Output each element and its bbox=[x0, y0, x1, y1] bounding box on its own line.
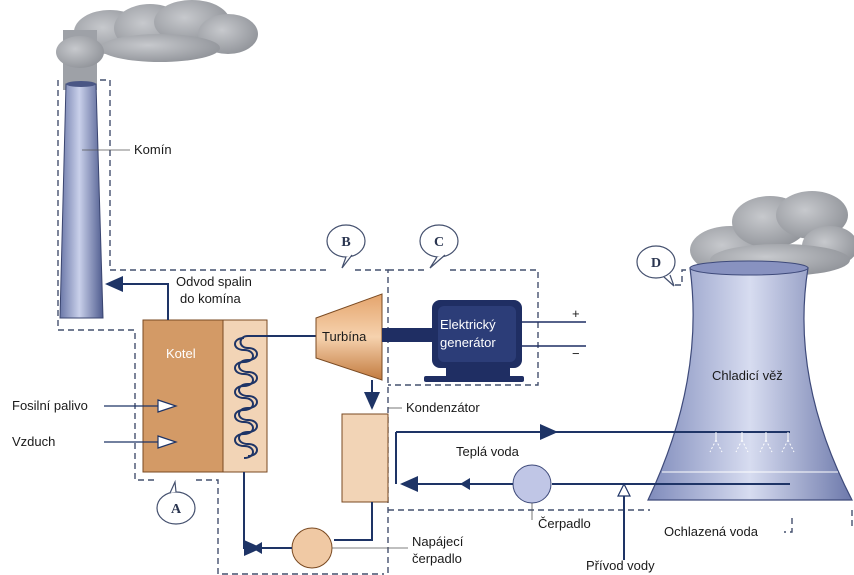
fuel-label: Fosilní palivo bbox=[12, 398, 88, 413]
zone-d-label: D bbox=[651, 256, 661, 271]
zone-a-lower bbox=[196, 479, 384, 575]
circulation-pump bbox=[512, 464, 552, 504]
zone-d-bubble: D bbox=[636, 245, 676, 287]
boiler-label: Kotel bbox=[166, 346, 196, 361]
air-label: Vzduch bbox=[12, 434, 55, 449]
chimney-label: Komín bbox=[134, 142, 172, 157]
cooling-tower-label: Chladicí věž bbox=[712, 368, 783, 383]
feed-pump bbox=[291, 527, 333, 569]
zone-b-top bbox=[100, 79, 330, 271]
zone-c-label: C bbox=[434, 235, 444, 250]
electric-generator bbox=[424, 300, 586, 382]
boiler-coil-inner bbox=[238, 335, 258, 457]
condenser bbox=[341, 413, 389, 503]
air-arrow-head bbox=[157, 435, 178, 449]
zone-a-bubble: A bbox=[156, 479, 196, 525]
flue-gas-pipe bbox=[105, 276, 169, 320]
feed-arrow bbox=[252, 542, 262, 554]
plus-sign: + bbox=[572, 306, 580, 321]
generator-label-2: generátor bbox=[440, 335, 496, 350]
flue-label-2: do komína bbox=[180, 291, 241, 306]
zone-c-box bbox=[388, 269, 539, 386]
warm-water-label: Teplá voda bbox=[456, 444, 520, 459]
zone-a-boundary bbox=[57, 80, 155, 481]
turbine-shaft bbox=[382, 328, 432, 342]
zone-d-top bbox=[675, 269, 690, 286]
zone-d-leader bbox=[784, 518, 793, 533]
turbine-label: Turbína bbox=[322, 329, 367, 344]
feed-pump-label-1: Napájecí bbox=[412, 534, 464, 549]
turbine bbox=[315, 293, 383, 381]
cooled-water-label: Ochlazená voda bbox=[664, 524, 759, 539]
condenser-label: Kondenzátor bbox=[406, 400, 480, 415]
feed-pipe-left bbox=[243, 472, 292, 549]
water-supply-arrow bbox=[617, 482, 631, 497]
feed-pump-label-2: čerpadlo bbox=[412, 551, 462, 566]
condensate-pipe bbox=[334, 502, 373, 541]
pump-label: Čerpadlo bbox=[538, 516, 591, 531]
fuel-arrow-head bbox=[157, 399, 178, 413]
zone-b-label: B bbox=[341, 235, 350, 250]
zone-a-label: A bbox=[171, 502, 182, 517]
generator-label-1: Elektrický bbox=[440, 317, 496, 332]
cold-water-arrow bbox=[460, 478, 470, 490]
flue-label-1: Odvod spalin bbox=[176, 274, 252, 289]
minus-sign: − bbox=[572, 346, 580, 361]
cooling-tower bbox=[647, 260, 853, 501]
chimney bbox=[59, 81, 104, 319]
chimney-smoke bbox=[56, 0, 258, 90]
water-supply-label: Přívod vody bbox=[586, 558, 655, 573]
tower-spray bbox=[709, 432, 795, 453]
zone-b-bubble: B bbox=[326, 224, 366, 269]
zone-c-bubble: C bbox=[419, 224, 459, 269]
